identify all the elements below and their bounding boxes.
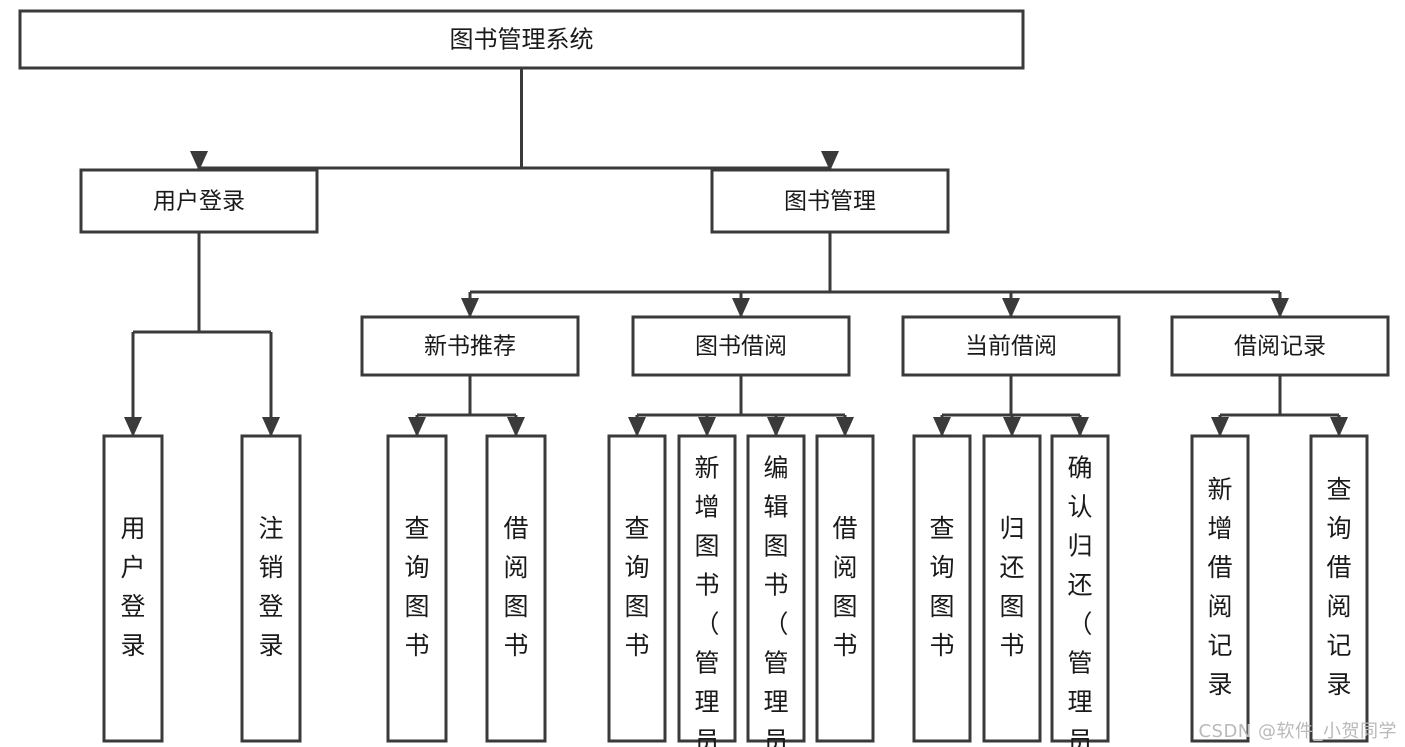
arrow-head-icon (262, 417, 280, 437)
node-user-login[interactable]: 用户登录 (79, 168, 319, 234)
node-box-leaf-query-book-3 (912, 434, 972, 743)
node-box-leaf-add-record (1190, 434, 1250, 743)
node-leaf-add-record[interactable]: 新增借阅记录 (1190, 434, 1250, 743)
arrow-head-icon (698, 417, 716, 437)
node-leaf-query-book-2[interactable]: 查询图书 (607, 434, 667, 743)
node-leaf-logout[interactable]: 注销登录 (240, 434, 302, 743)
node-box-leaf-confirm-return (1050, 434, 1110, 743)
node-leaf-return-book[interactable]: 归还图书 (982, 434, 1042, 743)
node-label-current-borrow: 当前借阅 (965, 334, 1057, 360)
node-label-leaf-borrow-book-1: 借阅图书 (503, 514, 528, 660)
node-box-leaf-logout (240, 434, 302, 743)
connector-new-book-recommend (408, 375, 525, 437)
arrow-head-icon (124, 417, 142, 437)
node-label-leaf-query-record: 查询借阅记录 (1326, 475, 1351, 699)
connector-book-management (461, 232, 1289, 318)
node-box-leaf-query-book-1 (386, 434, 448, 743)
node-box-new-book-recommend (360, 315, 580, 377)
connector-user-login (124, 232, 280, 437)
arrow-head-icon (767, 417, 785, 437)
arrow-head-icon (507, 417, 525, 437)
node-box-leaf-return-book (982, 434, 1042, 743)
connector-root (190, 68, 839, 171)
arrow-head-icon (1211, 417, 1229, 437)
node-leaf-user-login[interactable]: 用户登录 (102, 434, 164, 743)
node-label-user-login: 用户登录 (153, 189, 245, 215)
arrow-head-icon (461, 298, 479, 318)
node-label-root: 图书管理系统 (450, 26, 594, 54)
node-leaf-query-record[interactable]: 查询借阅记录 (1309, 434, 1369, 743)
arrow-head-icon (1330, 417, 1348, 437)
node-label-leaf-return-book: 归还图书 (999, 514, 1024, 660)
node-label-leaf-query-book-3: 查询图书 (929, 514, 954, 660)
node-book-management[interactable]: 图书管理 (710, 168, 950, 234)
node-label-leaf-add-book: 新增图书（管理员） (694, 454, 719, 747)
arrow-head-icon (933, 417, 951, 437)
node-leaf-query-book-3[interactable]: 查询图书 (912, 434, 972, 743)
node-label-leaf-edit-book: 编辑图书（管理员） (763, 454, 788, 747)
node-label-leaf-borrow-book-2: 借阅图书 (832, 514, 857, 660)
connector-current-borrow (933, 375, 1089, 437)
node-box-root (18, 9, 1025, 70)
node-label-leaf-logout: 注销登录 (258, 514, 283, 660)
arrow-head-icon (836, 417, 854, 437)
node-root[interactable]: 图书管理系统 (18, 9, 1025, 70)
node-label-borrow-record: 借阅记录 (1234, 334, 1326, 360)
arrow-head-icon (1071, 417, 1089, 437)
node-box-leaf-borrow-book-1 (485, 434, 547, 743)
node-leaf-confirm-return[interactable]: 确认归还（管理员） (1050, 434, 1110, 747)
node-box-current-borrow (901, 315, 1121, 377)
arrow-head-icon (1002, 298, 1020, 318)
arrow-head-icon (1271, 298, 1289, 318)
node-new-book-recommend[interactable]: 新书推荐 (360, 315, 580, 377)
node-box-leaf-edit-book (746, 434, 806, 743)
node-label-new-book-recommend: 新书推荐 (424, 334, 516, 360)
arrow-head-icon (190, 151, 208, 171)
connector-borrow-record (1211, 375, 1348, 437)
node-box-book-management (710, 168, 950, 234)
node-box-leaf-query-book-2 (607, 434, 667, 743)
node-leaf-add-book[interactable]: 新增图书（管理员） (677, 434, 737, 747)
node-label-book-management: 图书管理 (784, 189, 876, 215)
node-box-user-login (79, 168, 319, 234)
node-borrow-record[interactable]: 借阅记录 (1170, 315, 1390, 377)
node-current-borrow[interactable]: 当前借阅 (901, 315, 1121, 377)
node-box-leaf-query-record (1309, 434, 1369, 743)
node-layer: 图书管理系统用户登录图书管理新书推荐图书借阅当前借阅借阅记录用户登录注销登录查询… (18, 9, 1390, 747)
arrow-head-icon (408, 417, 426, 437)
node-leaf-edit-book[interactable]: 编辑图书（管理员） (746, 434, 806, 747)
node-leaf-query-book-1[interactable]: 查询图书 (386, 434, 448, 743)
node-label-leaf-user-login: 用户登录 (120, 514, 145, 660)
node-box-leaf-user-login (102, 434, 164, 743)
arrow-head-icon (628, 417, 646, 437)
node-leaf-borrow-book-2[interactable]: 借阅图书 (815, 434, 875, 743)
node-box-book-borrow (631, 315, 851, 377)
node-box-leaf-add-book (677, 434, 737, 743)
node-label-leaf-query-book-1: 查询图书 (404, 514, 429, 660)
arrow-head-icon (1003, 417, 1021, 437)
connector-book-borrow (628, 375, 854, 437)
node-book-borrow[interactable]: 图书借阅 (631, 315, 851, 377)
node-label-leaf-confirm-return: 确认归还（管理员） (1067, 454, 1092, 747)
node-box-borrow-record (1170, 315, 1390, 377)
node-leaf-borrow-book-1[interactable]: 借阅图书 (485, 434, 547, 743)
node-box-leaf-borrow-book-2 (815, 434, 875, 743)
node-label-leaf-add-record: 新增借阅记录 (1207, 475, 1232, 699)
arrow-head-icon (821, 151, 839, 171)
connector-layer (124, 68, 1348, 437)
arrow-head-icon (732, 298, 750, 318)
node-label-book-borrow: 图书借阅 (695, 334, 787, 360)
node-label-leaf-query-book-2: 查询图书 (624, 514, 649, 660)
